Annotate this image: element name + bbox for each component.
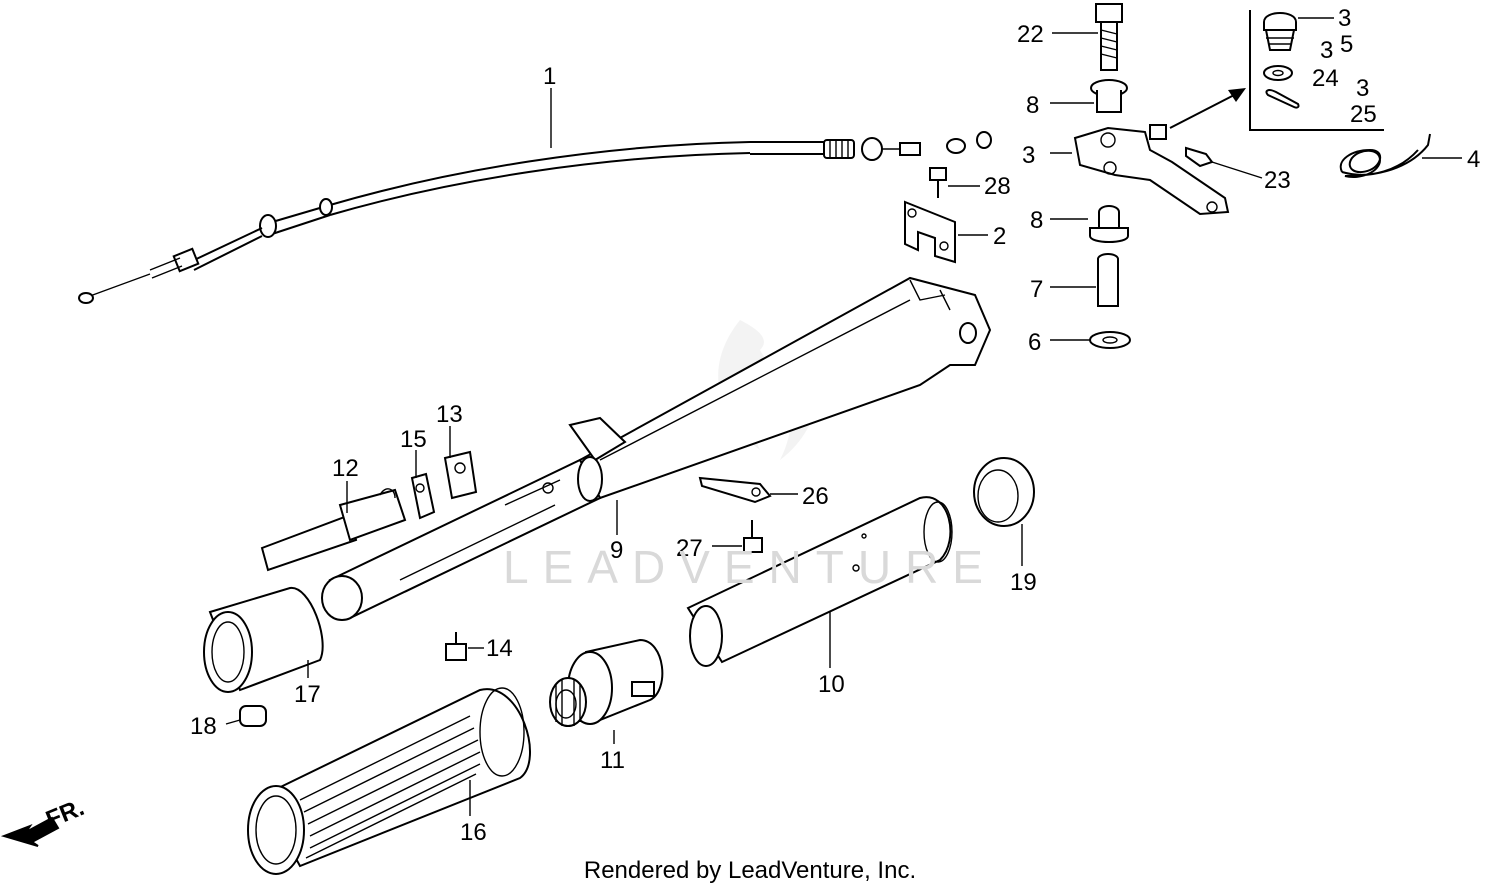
sleeve-10 (686, 496, 953, 668)
kit-box (1249, 10, 1384, 131)
clip-15 (410, 450, 436, 520)
callout-8-top: 8 (1026, 92, 1039, 119)
bolt-22 (1052, 3, 1123, 71)
callout-24: 24 (1312, 65, 1339, 92)
callout-23: 23 (1264, 167, 1291, 194)
nut-18 (225, 705, 267, 727)
watermark-text: LEADVENTURE (503, 541, 997, 593)
callout-3-kit-b: 3 (1320, 37, 1333, 64)
collar-8-top (1050, 79, 1128, 113)
callout-8-bottom: 8 (1030, 207, 1043, 234)
callout-22: 22 (1017, 21, 1044, 48)
front-direction-arrow: FR. (0, 794, 88, 847)
callout-28: 28 (984, 173, 1011, 200)
callout-7: 7 (1030, 276, 1043, 303)
direction-label: FR. (42, 794, 88, 834)
collar-8-bottom (1050, 205, 1129, 243)
lever-12 (260, 481, 407, 572)
callout-12: 12 (332, 455, 359, 482)
lever-plate-3 (1050, 88, 1246, 216)
block-13 (443, 426, 478, 500)
callout-16: 16 (460, 819, 487, 846)
callout-5: 5 (1340, 31, 1353, 58)
callout-11: 11 (600, 747, 625, 774)
spring-4 (1339, 133, 1462, 178)
throttle-drum-11 (549, 638, 664, 744)
washer-6 (1050, 331, 1131, 349)
callout-3: 3 (1022, 142, 1035, 169)
callout-3-kit-c: 3 (1356, 75, 1369, 102)
throttle-cable (78, 88, 992, 304)
callout-9: 9 (610, 537, 623, 564)
footer-credit: Rendered by LeadVenture, Inc. (583, 857, 917, 884)
callout-19: 19 (1010, 569, 1037, 596)
callout-26: 26 (802, 483, 829, 510)
callout-10: 10 (818, 671, 845, 698)
callout-6: 6 (1028, 329, 1041, 356)
callout-4: 4 (1467, 146, 1480, 173)
screw-27 (712, 520, 763, 553)
callout-14: 14 (486, 635, 513, 662)
callout-3-kit-a: 3 (1338, 5, 1351, 32)
callout-15: 15 (400, 426, 427, 453)
callout-13: 13 (436, 401, 463, 428)
handle-body-9 (321, 276, 992, 621)
bolt-23 (1185, 146, 1263, 179)
screw-28 (929, 167, 980, 198)
callout-27: 27 (676, 535, 703, 562)
callout-2: 2 (993, 223, 1006, 250)
callout-18: 18 (190, 713, 217, 740)
cable-bracket (904, 200, 988, 264)
callout-1: 1 (543, 63, 556, 90)
callout-17: 17 (294, 681, 321, 708)
cap-17 (203, 586, 324, 693)
callout-25: 25 (1350, 101, 1377, 128)
plate-26 (698, 476, 798, 504)
ring-19 (973, 457, 1035, 566)
grip-16 (247, 687, 531, 875)
pin-7 (1050, 253, 1119, 307)
screw-14 (445, 632, 484, 661)
